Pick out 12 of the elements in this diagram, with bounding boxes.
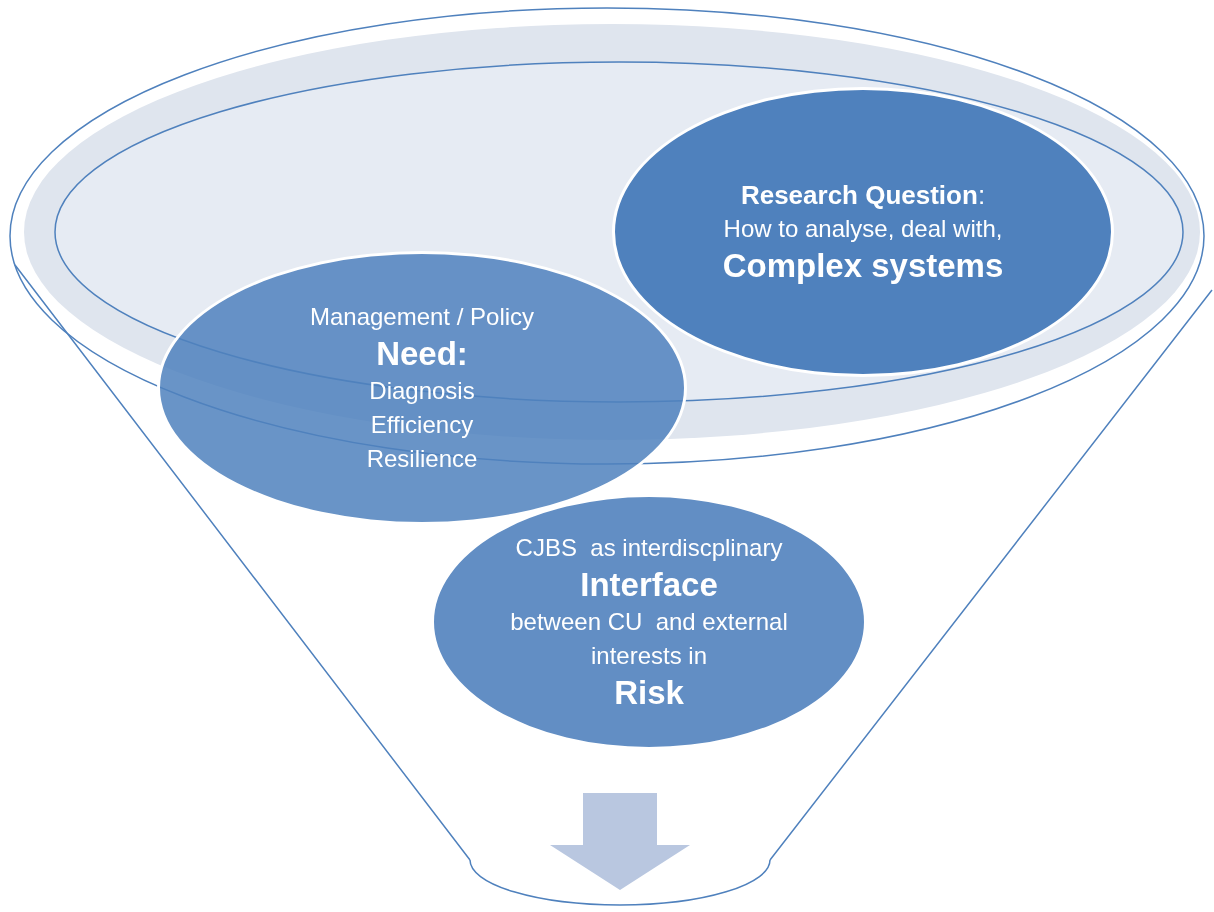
heading-text: Risk [614, 673, 684, 713]
body-text: Diagnosis [369, 376, 475, 406]
body-text: Research Question: [740, 179, 986, 212]
heading-text: Complex systems [722, 246, 1004, 286]
body-text: between CU and external interests in [509, 607, 789, 671]
heading-text: Need: [376, 334, 468, 374]
body-text: Resilience [366, 444, 478, 474]
heading-text: Interface [580, 565, 718, 605]
body-text: How to analyse, deal with, [723, 214, 1003, 244]
body-text: CJBS as interdiscplinary [515, 533, 783, 563]
body-text: Management / Policy [309, 302, 535, 332]
body-text: Efficiency [370, 410, 474, 440]
